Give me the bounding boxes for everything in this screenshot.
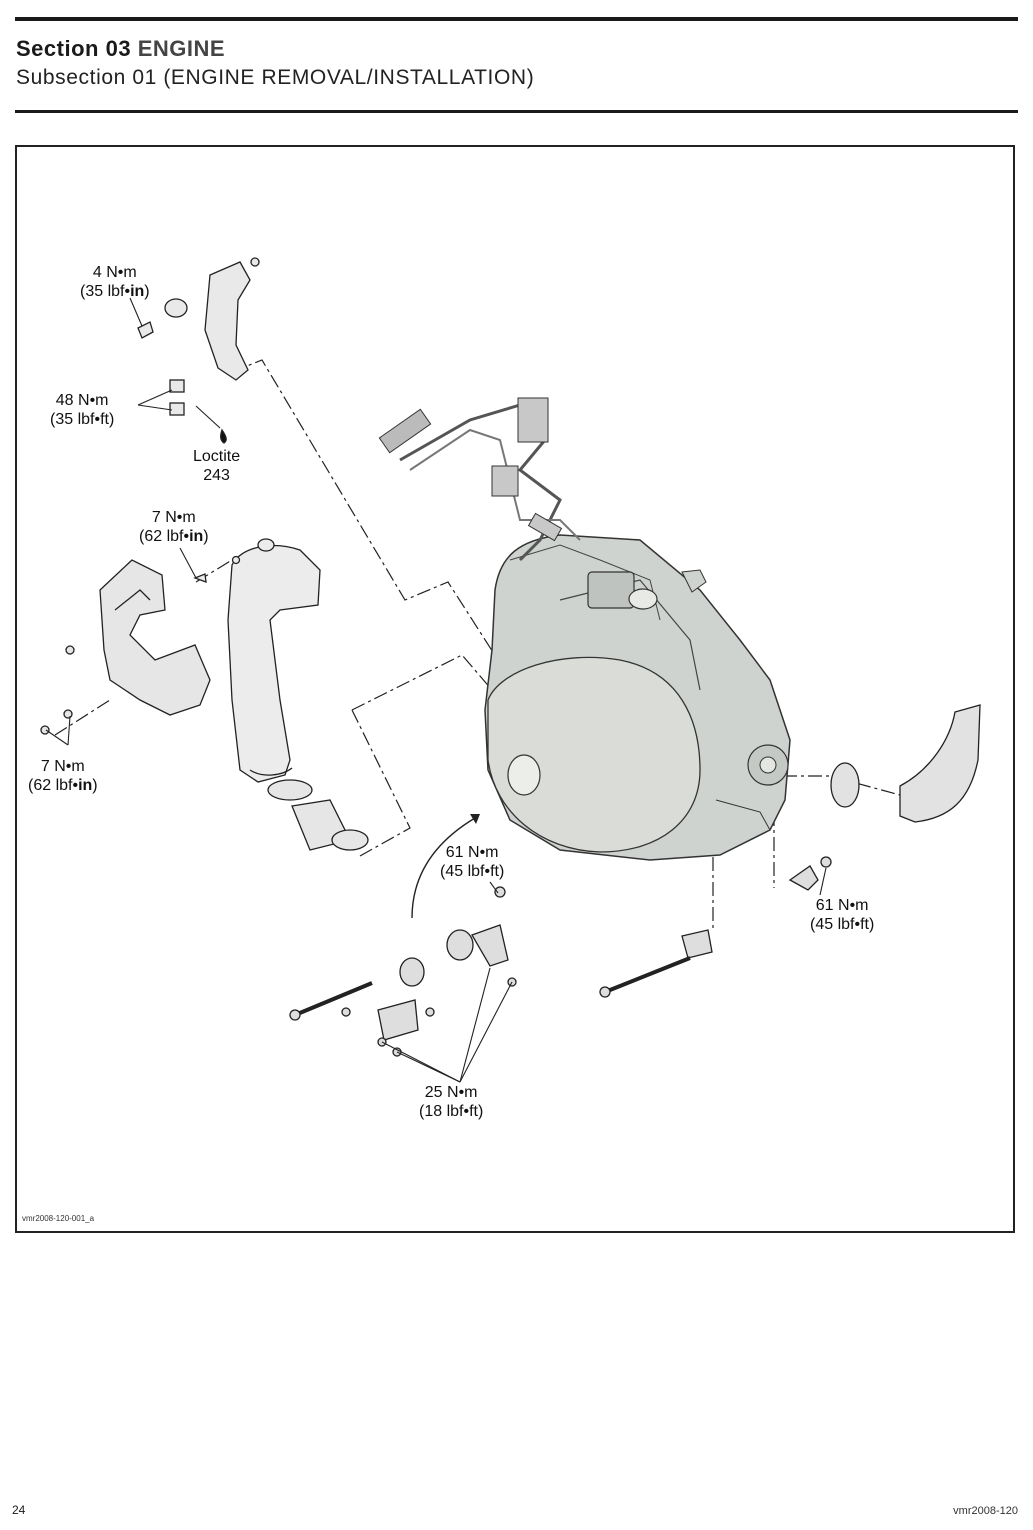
header-rule-top: [15, 17, 1018, 21]
header-rule-bottom: [15, 110, 1018, 113]
callout-4nm-imperial: (35 lbf•in): [80, 283, 150, 300]
upper-mount-bracket: [137, 257, 260, 444]
callout-48nm-imperial: (35 lbf•ft): [50, 411, 115, 428]
page-number: 24: [12, 1503, 26, 1517]
callout-loctite-number: 243: [203, 467, 230, 484]
section-title: Section 03 ENGINE: [16, 36, 225, 62]
callout-61nm-right-imperial: (45 lbf•ft): [810, 916, 875, 933]
direction-arrow: [411, 817, 476, 919]
callout-25nm-metric: 25 N•m: [424, 1084, 478, 1101]
arrow-head: [470, 814, 480, 824]
callout-25nm: 25 N•m (18 lbf•ft): [419, 1083, 483, 1121]
subsection-title: Subsection 01 (ENGINE REMOVAL/INSTALLATI…: [16, 66, 535, 89]
callout-61nm-left-metric: 61 N•m: [445, 844, 499, 861]
section-prefix: Section: [16, 36, 99, 61]
callout-7nm-lower-imperial: (62 lbf•in): [28, 777, 98, 794]
section-name: ENGINE: [137, 36, 226, 61]
callout-25nm-imperial: (18 lbf•ft): [419, 1103, 484, 1120]
right-air-duct: [830, 704, 981, 823]
document-code: vmr2008-120: [953, 1505, 1018, 1517]
figure-id: vmr2008-120-001_a: [22, 1214, 95, 1223]
callout-48nm: 48 N•m (35 lbf•ft): [50, 391, 114, 429]
engine-mounts: [289, 856, 832, 1057]
callout-7nm-lower-metric: 7 N•m: [40, 758, 85, 775]
callout-61nm-right: 61 N•m (45 lbf•ft): [810, 896, 874, 934]
duct-clamps: [267, 779, 369, 851]
engine-assembly: [378, 397, 791, 861]
intake-duct: [193, 538, 321, 783]
callout-7nm-upper-metric: 7 N•m: [151, 509, 196, 526]
callout-leaders: [45, 297, 827, 1083]
callout-loctite-name: Loctite: [193, 448, 241, 465]
callout-61nm-left-imperial: (45 lbf•ft): [440, 863, 505, 880]
callout-7nm-lower: 7 N•m (62 lbf•in): [28, 757, 98, 795]
callout-7nm-upper-imperial: (62 lbf•in): [139, 528, 209, 545]
callout-48nm-metric: 48 N•m: [55, 392, 109, 409]
callout-61nm-left: 61 N•m (45 lbf•ft): [440, 843, 504, 881]
callout-7nm-upper: 7 N•m (62 lbf•in): [139, 508, 209, 546]
callout-4nm: 4 N•m (35 lbf•in): [80, 263, 150, 301]
callout-61nm-right-metric: 61 N•m: [815, 897, 869, 914]
heat-shield: [40, 559, 211, 735]
callout-loctite: Loctite 243: [193, 447, 240, 485]
callout-4nm-metric: 4 N•m: [92, 264, 137, 281]
figure-frame: [15, 145, 1015, 1233]
leader-lines: [54, 359, 901, 930]
section-number: 03: [105, 36, 132, 61]
